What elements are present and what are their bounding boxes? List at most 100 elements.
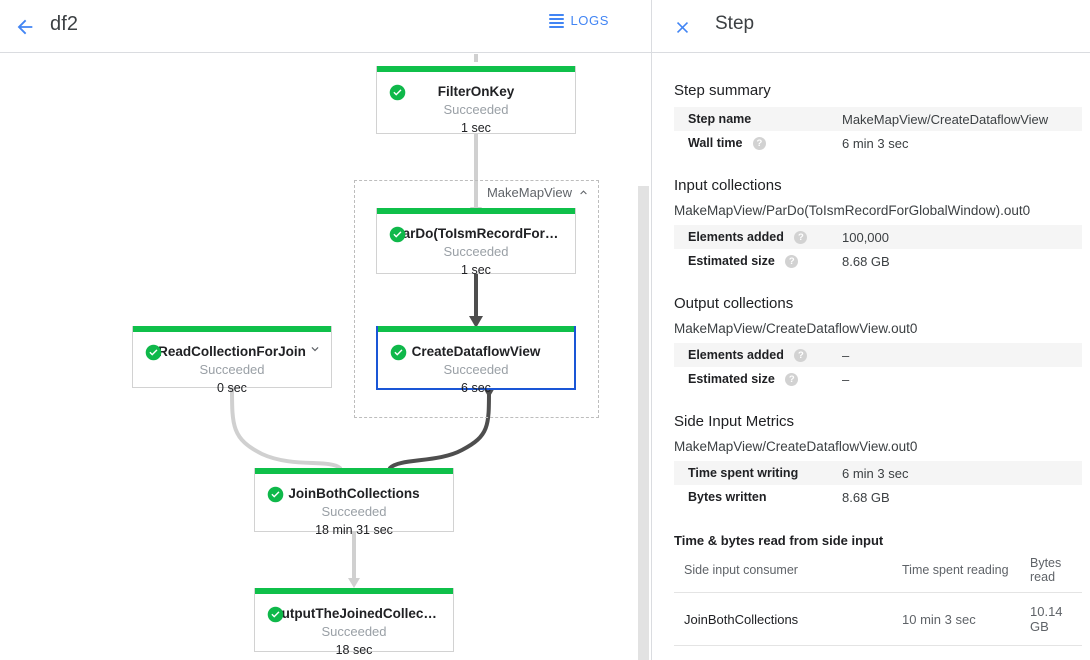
- column-header-side-input-consumer[interactable]: Side input consumer: [674, 550, 892, 593]
- row-key: Wall time ?: [674, 131, 842, 155]
- composite-label-makemapview[interactable]: MakeMapView: [487, 185, 590, 200]
- row-key: Step name: [674, 107, 842, 131]
- node-title: ParDo(ToIsmRecordFor…: [393, 226, 559, 241]
- node-status: Succeeded: [321, 624, 387, 639]
- row-key-label: Estimated size: [688, 371, 775, 386]
- row-key-label: Time spent writing: [688, 466, 799, 480]
- canvas-scrollbar-track[interactable]: [638, 54, 650, 660]
- help-icon[interactable]: ?: [785, 255, 799, 269]
- step-summary-table: Step name MakeMapView/CreateDataflowView…: [674, 107, 1082, 155]
- row-key: Elements added ?: [674, 225, 842, 249]
- node-status-bar: [377, 66, 575, 72]
- graph-node-create-dataflow-view[interactable]: CreateDataflowView Succeeded 6 sec: [376, 326, 576, 395]
- row-key-label: Step name: [688, 112, 752, 126]
- subsection-heading-time-bytes-read: Time & bytes read from side input: [674, 533, 884, 548]
- row-value: 8.68 GB: [842, 489, 890, 505]
- table-row: JoinBothCollections 10 min 3 sec 10.14 G…: [674, 592, 1082, 646]
- logs-button[interactable]: LOGS: [549, 13, 609, 28]
- node-status: Succeeded: [199, 362, 265, 377]
- section-heading-step-summary: Step summary: [674, 82, 771, 99]
- row-key-label: Elements added: [688, 347, 784, 362]
- node-status: Succeeded: [443, 244, 509, 259]
- table-row: Elements added ? 100,000: [674, 225, 1082, 249]
- logs-icon: [549, 14, 565, 28]
- chevron-up-icon[interactable]: [577, 186, 590, 199]
- pipeline-graph-canvas[interactable]: MakeMapView FilterOnKey Succeeded 1 sec: [0, 54, 651, 660]
- node-title: JoinBothCollections: [288, 486, 420, 501]
- graph-node-output-the-joined-collection[interactable]: OutputTheJoinedCollec… Succeeded 18 sec: [254, 588, 454, 657]
- node-status-bar: [255, 468, 453, 474]
- row-value: –: [842, 371, 850, 387]
- side-input-collection-name: MakeMapView/CreateDataflowView.out0: [674, 439, 918, 454]
- help-icon[interactable]: ?: [794, 231, 808, 245]
- column-header-time-spent-reading[interactable]: Time spent reading: [892, 550, 1020, 593]
- row-value: 100,000: [842, 229, 889, 245]
- row-value: MakeMapView/CreateDataflowView: [842, 111, 1049, 127]
- row-value: 6 min 3 sec: [842, 465, 909, 481]
- node-time: 18 min 31 sec: [315, 523, 393, 537]
- graph-pane: df2 LOGS: [0, 0, 652, 660]
- step-panel-body: Step summary Step name MakeMapView/Creat…: [652, 54, 1090, 660]
- step-details-pane: Step Step summary Step name MakeMapView/…: [652, 0, 1090, 660]
- row-key-label: Wall time: [688, 135, 743, 150]
- row-value: 8.68 GB: [842, 253, 890, 269]
- section-heading-output-collections: Output collections: [674, 295, 794, 312]
- close-icon[interactable]: [669, 14, 695, 40]
- cell-bytes-read: 10.14 GB: [1020, 592, 1082, 646]
- node-status-bar: [378, 326, 574, 332]
- node-title: FilterOnKey: [437, 84, 515, 99]
- canvas-scrollbar-thumb[interactable]: [638, 186, 649, 660]
- table-header-row: Side input consumer Time spent reading B…: [674, 550, 1082, 593]
- row-key: Estimated size ?: [674, 249, 842, 273]
- check-circle-icon: [389, 226, 406, 243]
- node-time: 6 sec: [461, 381, 491, 395]
- side-input-metrics-table: Time spent writing 6 min 3 sec Bytes wri…: [674, 461, 1082, 509]
- row-value: –: [842, 347, 850, 363]
- help-icon[interactable]: ?: [785, 373, 799, 387]
- cell-consumer: JoinBothCollections: [674, 592, 892, 646]
- check-circle-icon: [145, 344, 162, 361]
- graph-node-join-both-collections[interactable]: JoinBothCollections Succeeded 18 min 31 …: [254, 468, 454, 537]
- node-status-bar: [255, 588, 453, 594]
- step-panel-header: Step: [652, 0, 1090, 53]
- page-title: df2: [50, 13, 79, 35]
- composite-name: MakeMapView: [486, 185, 572, 200]
- arrow-back-icon[interactable]: [12, 14, 38, 40]
- row-key-label: Bytes written: [688, 490, 767, 504]
- table-row: Estimated size ? 8.68 GB: [674, 249, 1082, 273]
- side-input-consumers-table: Side input consumer Time spent reading B…: [674, 550, 1082, 646]
- output-collections-table: Elements added ? – Estimated size ? –: [674, 343, 1082, 391]
- node-time: 0 sec: [217, 381, 247, 395]
- table-row: Wall time ? 6 min 3 sec: [674, 131, 1082, 155]
- node-status: Succeeded: [443, 102, 509, 117]
- cell-time-spent-reading: 10 min 3 sec: [892, 592, 1020, 646]
- node-status: Succeeded: [443, 362, 509, 377]
- table-row: Step name MakeMapView/CreateDataflowView: [674, 107, 1082, 131]
- row-value: 6 min 3 sec: [842, 135, 909, 151]
- output-collection-name: MakeMapView/CreateDataflowView.out0: [674, 321, 918, 336]
- check-circle-icon: [390, 344, 407, 361]
- column-header-bytes-read[interactable]: Bytes read: [1020, 550, 1082, 593]
- help-icon[interactable]: ?: [752, 137, 766, 151]
- table-row: Time spent writing 6 min 3 sec: [674, 461, 1082, 485]
- graph-node-read-collection-for-join[interactable]: ReadCollectionForJoin Succeeded 0 sec: [132, 326, 332, 395]
- chevron-down-icon[interactable]: [308, 342, 322, 356]
- node-title: OutputTheJoinedCollec…: [271, 606, 437, 621]
- composite-node-makemapview[interactable]: MakeMapView: [354, 180, 599, 418]
- row-key: Bytes written: [674, 485, 842, 509]
- section-heading-side-input-metrics: Side Input Metrics: [674, 413, 795, 430]
- graph-edges: [226, 54, 496, 588]
- input-collection-name: MakeMapView/ParDo(ToIsmRecordForGlobalWi…: [674, 203, 1031, 218]
- check-circle-icon: [267, 486, 284, 503]
- table-row: Bytes written 8.68 GB: [674, 485, 1082, 509]
- table-row: Elements added ? –: [674, 343, 1082, 367]
- check-circle-icon: [267, 606, 284, 623]
- graph-node-filter-on-key[interactable]: FilterOnKey Succeeded 1 sec: [376, 66, 576, 135]
- graph-node-pardo-toismrecordfor[interactable]: ParDo(ToIsmRecordFor… Succeeded 1 sec: [376, 208, 576, 277]
- row-key-label: Elements added: [688, 229, 784, 244]
- node-time: 1 sec: [461, 121, 491, 135]
- help-icon[interactable]: ?: [794, 349, 808, 363]
- step-panel-title: Step: [715, 13, 755, 34]
- table-row: Estimated size ? –: [674, 367, 1082, 391]
- node-time: 18 sec: [335, 643, 373, 657]
